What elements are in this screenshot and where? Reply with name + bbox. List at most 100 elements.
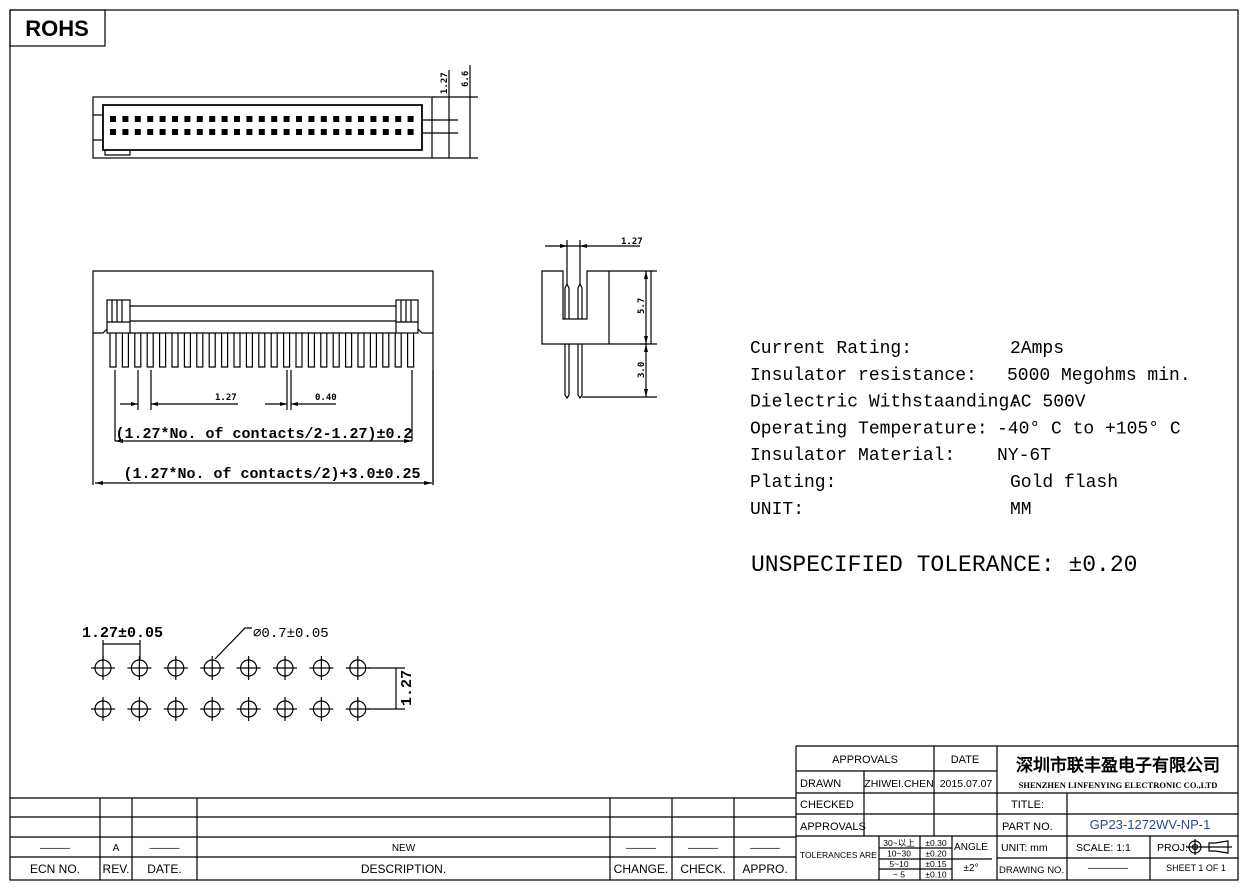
- pin: [345, 333, 353, 368]
- pin: [134, 333, 142, 368]
- front-view: 1.27 0.40 (1.27*No. of contacts/2-1.27)±…: [92, 270, 434, 485]
- angle-label: ANGLE: [954, 842, 988, 853]
- contact-square: [407, 129, 414, 135]
- revision-header: CHECK.: [680, 862, 725, 876]
- pin: [394, 333, 402, 368]
- title-label: TITLE:: [1011, 799, 1044, 811]
- contact-square: [159, 116, 166, 122]
- pin: [171, 333, 179, 368]
- contact-square: [382, 129, 389, 135]
- pin: [307, 333, 315, 368]
- pin: [295, 333, 303, 368]
- pcb-hole-label: ∅0.7±0.05: [253, 626, 329, 642]
- revision-cell: ———: [626, 843, 656, 854]
- contact-square: [246, 116, 253, 122]
- contact-square: [345, 116, 352, 122]
- spec-value: NY-6T: [997, 446, 1051, 466]
- contact-square: [246, 129, 253, 135]
- tolerance-value: ±0.20: [925, 849, 946, 859]
- pin: [245, 333, 253, 368]
- tolerance-range: 10~30: [887, 849, 911, 859]
- tolerance-value: ±0.10: [925, 870, 946, 880]
- dim-side-pitch: 1.27: [621, 237, 643, 247]
- drawn-label: DRAWN: [800, 778, 841, 790]
- contact-square: [147, 129, 154, 135]
- spec-value: Gold flash: [1010, 473, 1118, 493]
- tolerance-value: ±0.30: [925, 838, 946, 848]
- revision-cell: ———: [688, 843, 718, 854]
- spec-value: 2Amps: [1010, 339, 1064, 359]
- contact-square: [333, 129, 340, 135]
- contact-square: [283, 116, 290, 122]
- contact-square: [358, 116, 364, 122]
- contact-square: [209, 129, 216, 135]
- spec-label: UNIT:: [750, 500, 804, 520]
- revision-cell: NEW: [392, 843, 416, 854]
- revision-header: CHANGE.: [614, 862, 669, 876]
- contact-square: [345, 129, 352, 135]
- tolerance-note: UNSPECIFIED TOLERANCE: ±0.20: [751, 552, 1137, 578]
- pcb-hole: [163, 697, 188, 721]
- contact-square: [296, 129, 302, 135]
- contact-square: [296, 116, 302, 122]
- pcb-hole-layout: 1.27±0.05 ∅0.7±0.05 1.27: [82, 625, 416, 721]
- contact-square: [308, 129, 315, 135]
- revision-cell: ———: [40, 843, 70, 854]
- pin: [109, 333, 117, 368]
- contact-square: [172, 116, 178, 122]
- pin: [208, 333, 216, 368]
- spec-label: Operating Temperature:: [750, 419, 988, 439]
- contact-square: [110, 116, 116, 122]
- approvals-label: APPROVALS: [800, 821, 866, 833]
- pcb-hole: [345, 656, 370, 680]
- spec-label: Plating:: [750, 473, 836, 493]
- contact-square: [221, 129, 228, 135]
- revision-header: DESCRIPTION.: [361, 862, 446, 876]
- pcb-row-pitch-label: 1.27: [399, 670, 416, 706]
- contact-square: [271, 116, 278, 122]
- proj-label: PROJ:: [1157, 842, 1188, 854]
- pin: [270, 333, 278, 368]
- dim-side-body: 5.7: [637, 298, 647, 314]
- contact-square: [382, 116, 389, 122]
- pin: [146, 333, 154, 368]
- contact-square: [283, 129, 290, 135]
- pin: [233, 333, 241, 368]
- revision-table: ———ECN NO.AREV.———DATE.NEWDESCRIPTION.——…: [10, 797, 796, 880]
- pcb-hole: [127, 697, 152, 721]
- spec-value: 5000 Megohms min.: [1007, 366, 1191, 386]
- revision-header: REV.: [103, 862, 130, 876]
- part-no: GP23-1272WV-NP-1: [1090, 817, 1211, 832]
- pcb-hole: [91, 697, 115, 721]
- contact-square: [320, 116, 327, 122]
- tolerances-label: TOLERANCES ARE: [800, 850, 877, 860]
- contact-square: [221, 116, 228, 122]
- spec-label: Current Rating:: [750, 339, 912, 359]
- contact-square: [395, 116, 402, 122]
- revision-header: APPRO.: [742, 862, 787, 876]
- contact-square: [196, 129, 203, 135]
- contact-square: [370, 129, 377, 135]
- pin: [332, 333, 340, 368]
- contact-square: [258, 116, 265, 122]
- drawn-date: 2015.07.07: [940, 778, 993, 790]
- contact-square: [370, 116, 377, 122]
- contact-square: [234, 116, 240, 122]
- contact-square: [184, 116, 191, 122]
- revision-cell: A: [113, 843, 120, 854]
- contact-square: [159, 129, 166, 135]
- contact-square: [196, 116, 203, 122]
- dim-top-pitch: 1.27: [440, 72, 450, 94]
- spec-label: Dielectric Withstaanding:: [750, 393, 1020, 413]
- contact-square: [209, 116, 216, 122]
- spec-value: MM: [1010, 500, 1032, 520]
- title-block: APPROVALS DATE DRAWN ZHIWEI.CHEN 2015.07…: [795, 745, 1238, 880]
- formula-inner: (1.27*No. of contacts/2-1.27)±0.2: [115, 426, 412, 443]
- pin: [121, 333, 129, 368]
- pin: [183, 333, 191, 368]
- contact-square: [271, 129, 278, 135]
- drawing-no: ————: [1088, 863, 1128, 874]
- rohs-label: ROHS: [25, 16, 89, 41]
